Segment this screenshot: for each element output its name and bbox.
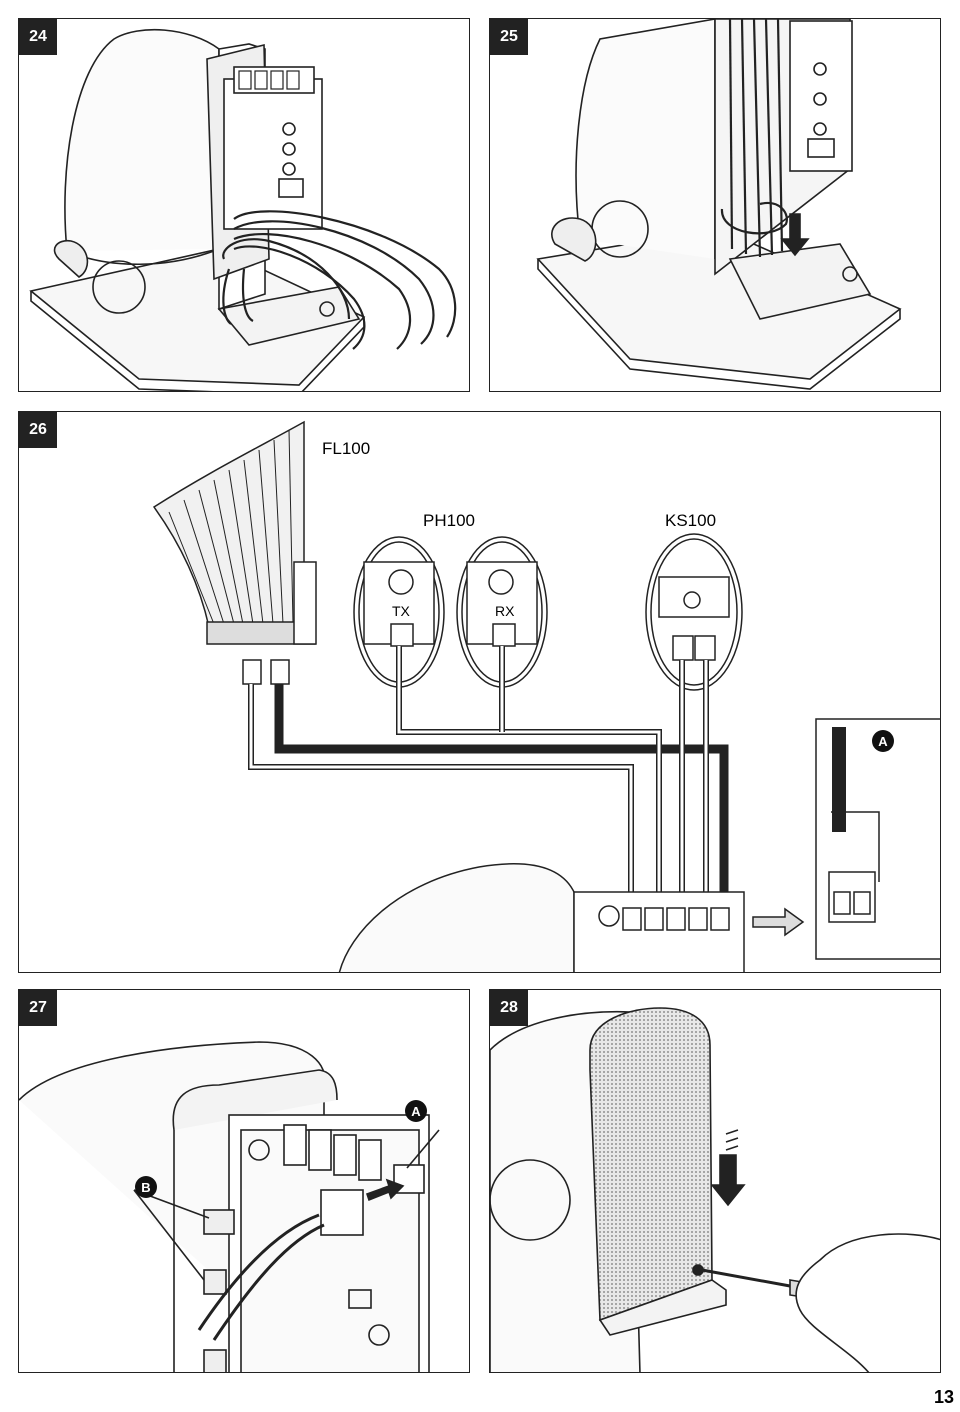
callout-b: B — [135, 1176, 157, 1198]
figure-number: 24 — [19, 19, 57, 55]
control-board — [573, 891, 745, 972]
figure-28: 28 — [489, 989, 941, 1373]
terminal-block — [358, 1139, 382, 1181]
callout-a: A — [405, 1100, 427, 1122]
wiring-diagram — [152, 420, 940, 972]
page-number: 13 — [933, 1387, 954, 1407]
terminal-block — [308, 1129, 332, 1171]
motor-unit-open-illustration — [29, 28, 457, 391]
label-tx: TX — [392, 603, 410, 619]
figure-number: 25 — [490, 19, 528, 55]
label-rx: RX — [495, 603, 515, 619]
figure-25: 25 — [489, 18, 941, 392]
screwdriver — [701, 1268, 791, 1288]
figure-26: 26 FL100 PH100 KS100 — [18, 411, 941, 973]
figure-27: 27 — [18, 989, 470, 1373]
terminal-block — [283, 1124, 307, 1166]
connector-insertion-illustration — [19, 1041, 440, 1372]
board-terminal — [622, 907, 642, 931]
terminal-block — [333, 1134, 357, 1176]
label-fl100: FL100 — [322, 439, 371, 458]
board-terminal — [644, 907, 664, 931]
figure-number: 28 — [490, 990, 528, 1026]
label-ks100: KS100 — [665, 511, 717, 530]
label-ph100: PH100 — [423, 511, 475, 530]
board-terminal — [666, 907, 686, 931]
plug — [320, 1189, 364, 1236]
motor-cover — [589, 1007, 713, 1322]
hand — [795, 1233, 940, 1372]
flasher-terminal — [242, 659, 262, 685]
cover-fitting-illustration — [490, 1007, 940, 1372]
flasher-lens — [152, 420, 305, 628]
board-terminal — [688, 907, 708, 931]
flasher-terminal — [270, 659, 290, 685]
figure-number: 26 — [19, 412, 57, 448]
callout-a: A — [872, 730, 894, 752]
motor-unit-cables-routed-illustration — [536, 19, 902, 390]
board-terminal — [710, 907, 730, 931]
figure-number: 27 — [19, 990, 57, 1026]
figure-24: 24 — [18, 18, 470, 392]
